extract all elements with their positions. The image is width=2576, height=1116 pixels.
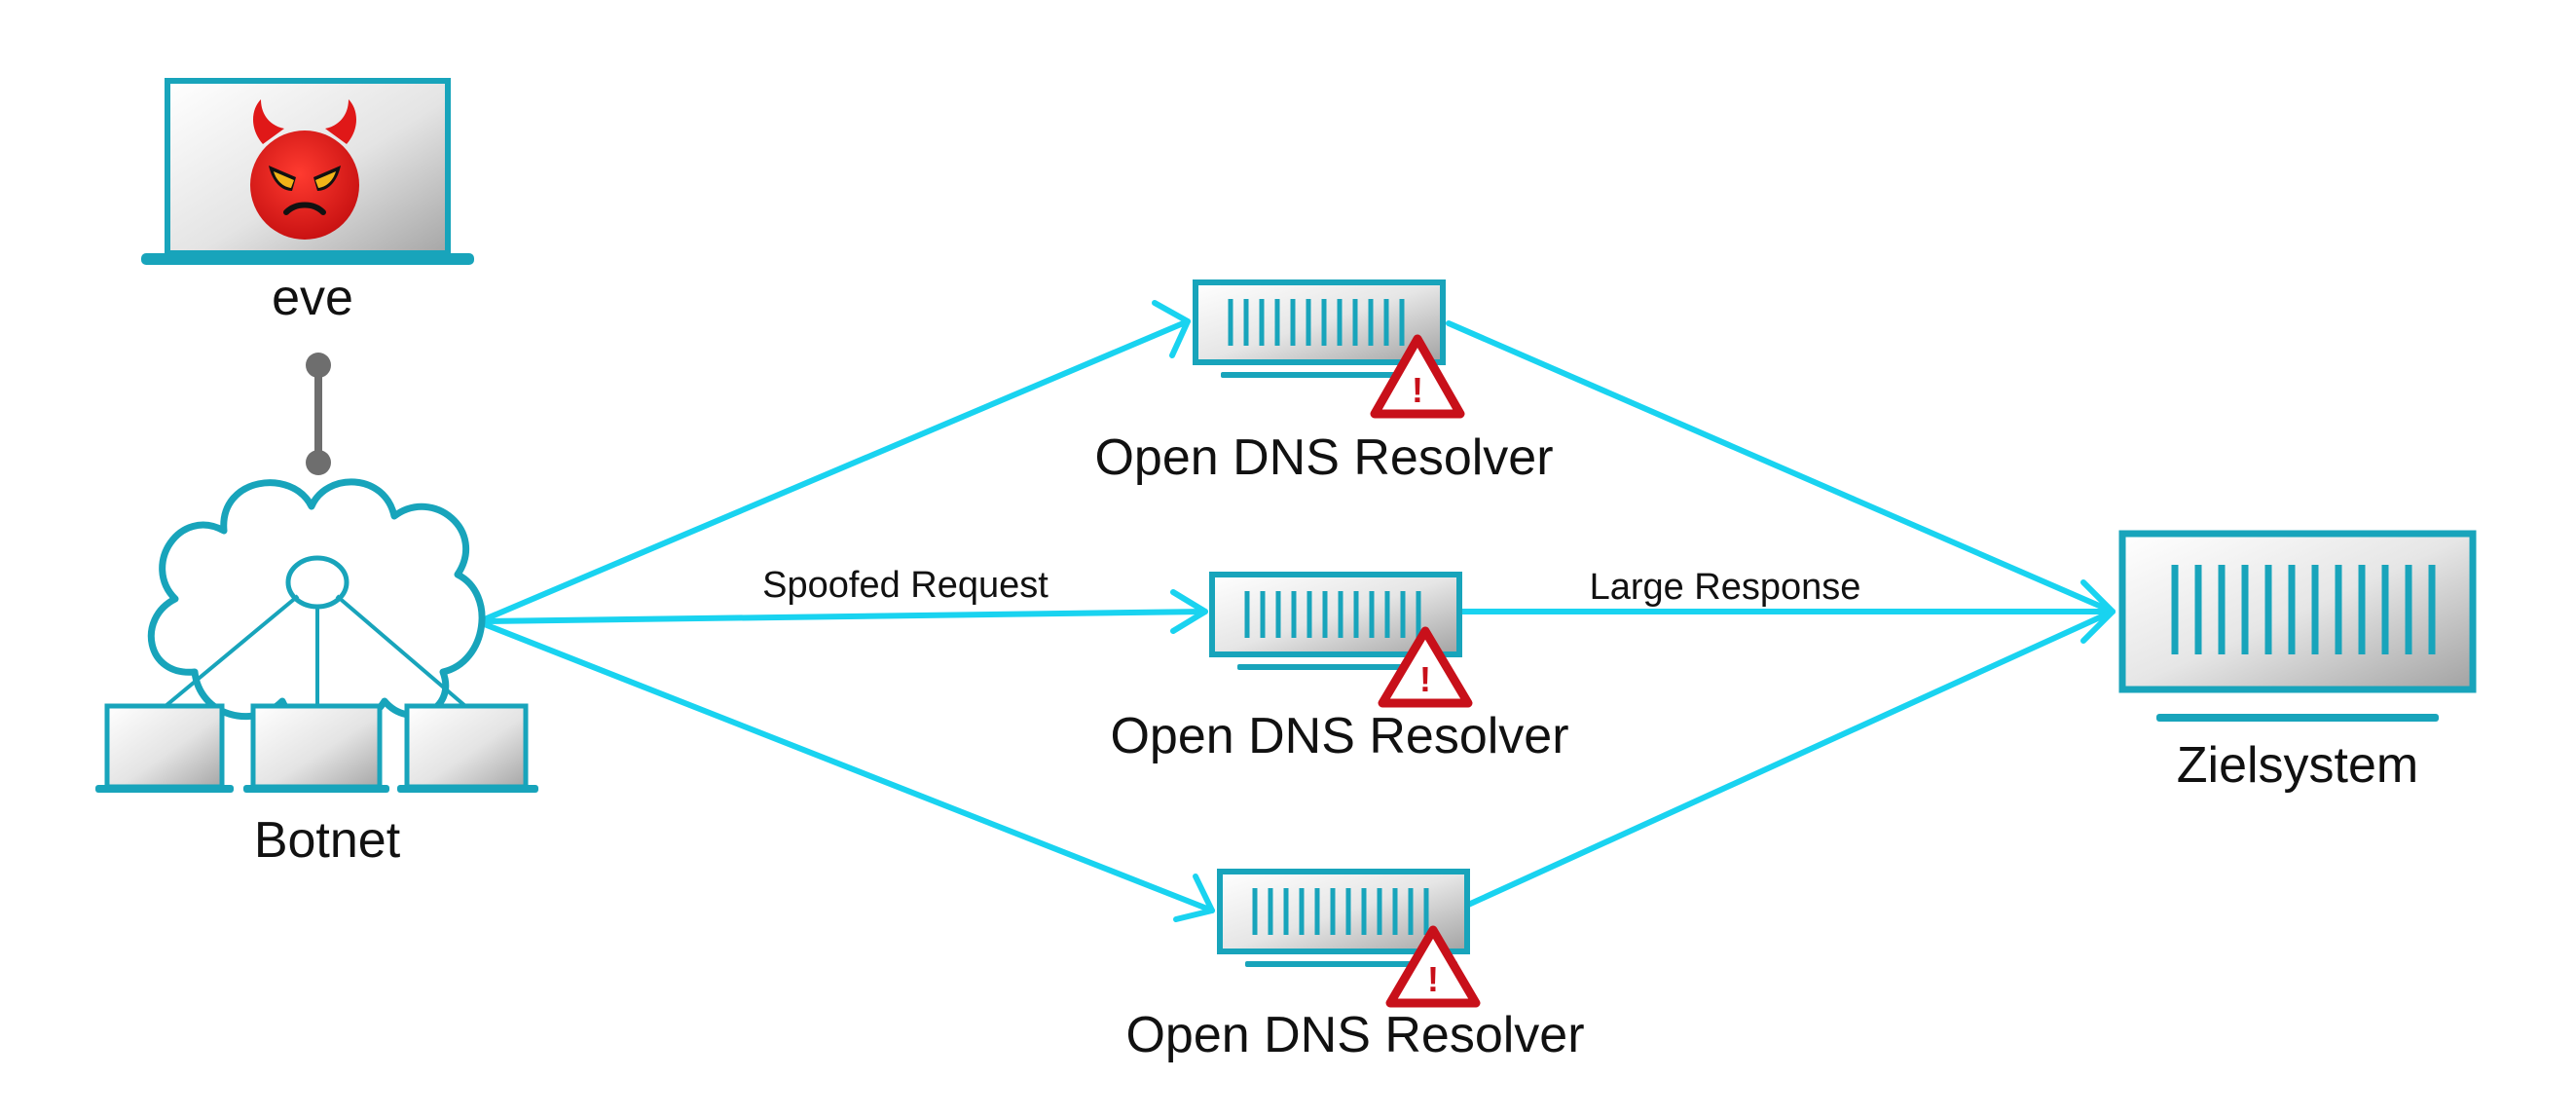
botnet-label: Botnet <box>254 812 401 869</box>
warning-mark: ! <box>1412 370 1423 410</box>
warning-triangle-icon: ! <box>1370 334 1465 419</box>
large-response-label: Large Response <box>1590 567 1861 608</box>
devil-face-icon <box>250 99 359 240</box>
bot-laptop <box>95 703 234 793</box>
resolver-top-label: Open DNS Resolver <box>1094 429 1553 486</box>
response-arrow-top <box>1446 320 2116 614</box>
warning-triangle-icon: ! <box>1378 626 1473 708</box>
eve-laptop: eve <box>141 78 474 326</box>
response-arrow-bottom <box>1463 609 2116 909</box>
eve-botnet-connector <box>306 353 331 475</box>
request-arrow-middle <box>484 609 1208 624</box>
arrowhead-middle-resolver <box>1170 589 1208 634</box>
laptop-base <box>141 253 474 265</box>
resolver-middle: ! Open DNS Resolver <box>1110 572 1569 764</box>
server-icon <box>2118 530 2477 722</box>
arrows <box>484 300 2116 922</box>
arrowhead-top-resolver <box>1152 300 1191 358</box>
warning-mark: ! <box>1427 959 1439 999</box>
botnet-cluster: Botnet <box>95 478 538 869</box>
resolver-middle-label: Open DNS Resolver <box>1110 708 1568 764</box>
target-label: Zielsystem <box>2177 737 2418 794</box>
spoofed-request-label: Spoofed Request <box>762 565 1049 606</box>
server-icon <box>1193 279 1446 378</box>
arrowhead-target <box>2080 579 2116 644</box>
bot-laptop <box>397 703 538 793</box>
request-arrow-top <box>484 318 1191 621</box>
arrowhead-bottom-resolver <box>1173 874 1215 922</box>
warning-mark: ! <box>1419 659 1431 699</box>
resolver-bottom-label: Open DNS Resolver <box>1125 1007 1584 1063</box>
bot-laptop <box>243 703 389 793</box>
request-arrow-bottom <box>484 622 1215 913</box>
resolver-bottom: ! Open DNS Resolver <box>1125 869 1585 1063</box>
target-system: Zielsystem <box>2118 530 2477 794</box>
eve-label: eve <box>272 270 353 326</box>
resolver-top: ! Open DNS Resolver <box>1094 279 1554 486</box>
warning-triangle-icon: ! <box>1385 925 1481 1008</box>
cloud-network-icon <box>147 478 486 732</box>
